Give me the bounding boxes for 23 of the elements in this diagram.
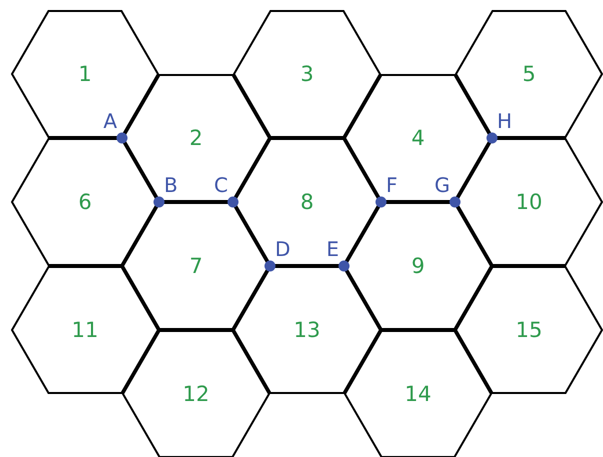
point-label: G — [434, 175, 450, 195]
cell-number: 5 — [522, 62, 536, 86]
point-label: H — [497, 111, 512, 131]
point-label: F — [386, 175, 398, 195]
cell-number: 8 — [300, 190, 314, 214]
cell-number: 3 — [300, 62, 314, 86]
cell-number: 1 — [78, 62, 92, 86]
cell-number: 9 — [411, 254, 425, 278]
cell-number: 4 — [411, 126, 425, 150]
cell-number: 10 — [516, 190, 542, 214]
cell-number: 2 — [189, 126, 203, 150]
point-label: B — [164, 175, 178, 195]
cell-number: 7 — [189, 254, 203, 278]
cell-number: 13 — [294, 318, 320, 342]
cell-number: 11 — [72, 318, 98, 342]
cell-number: 14 — [404, 382, 432, 406]
cell-number: 12 — [182, 382, 210, 406]
point-label: D — [275, 239, 290, 259]
point-label: A — [103, 111, 117, 131]
cell-number: 15 — [516, 318, 542, 342]
point-label: C — [214, 175, 228, 195]
point-label: E — [326, 239, 339, 259]
cell-number: 6 — [78, 190, 92, 214]
